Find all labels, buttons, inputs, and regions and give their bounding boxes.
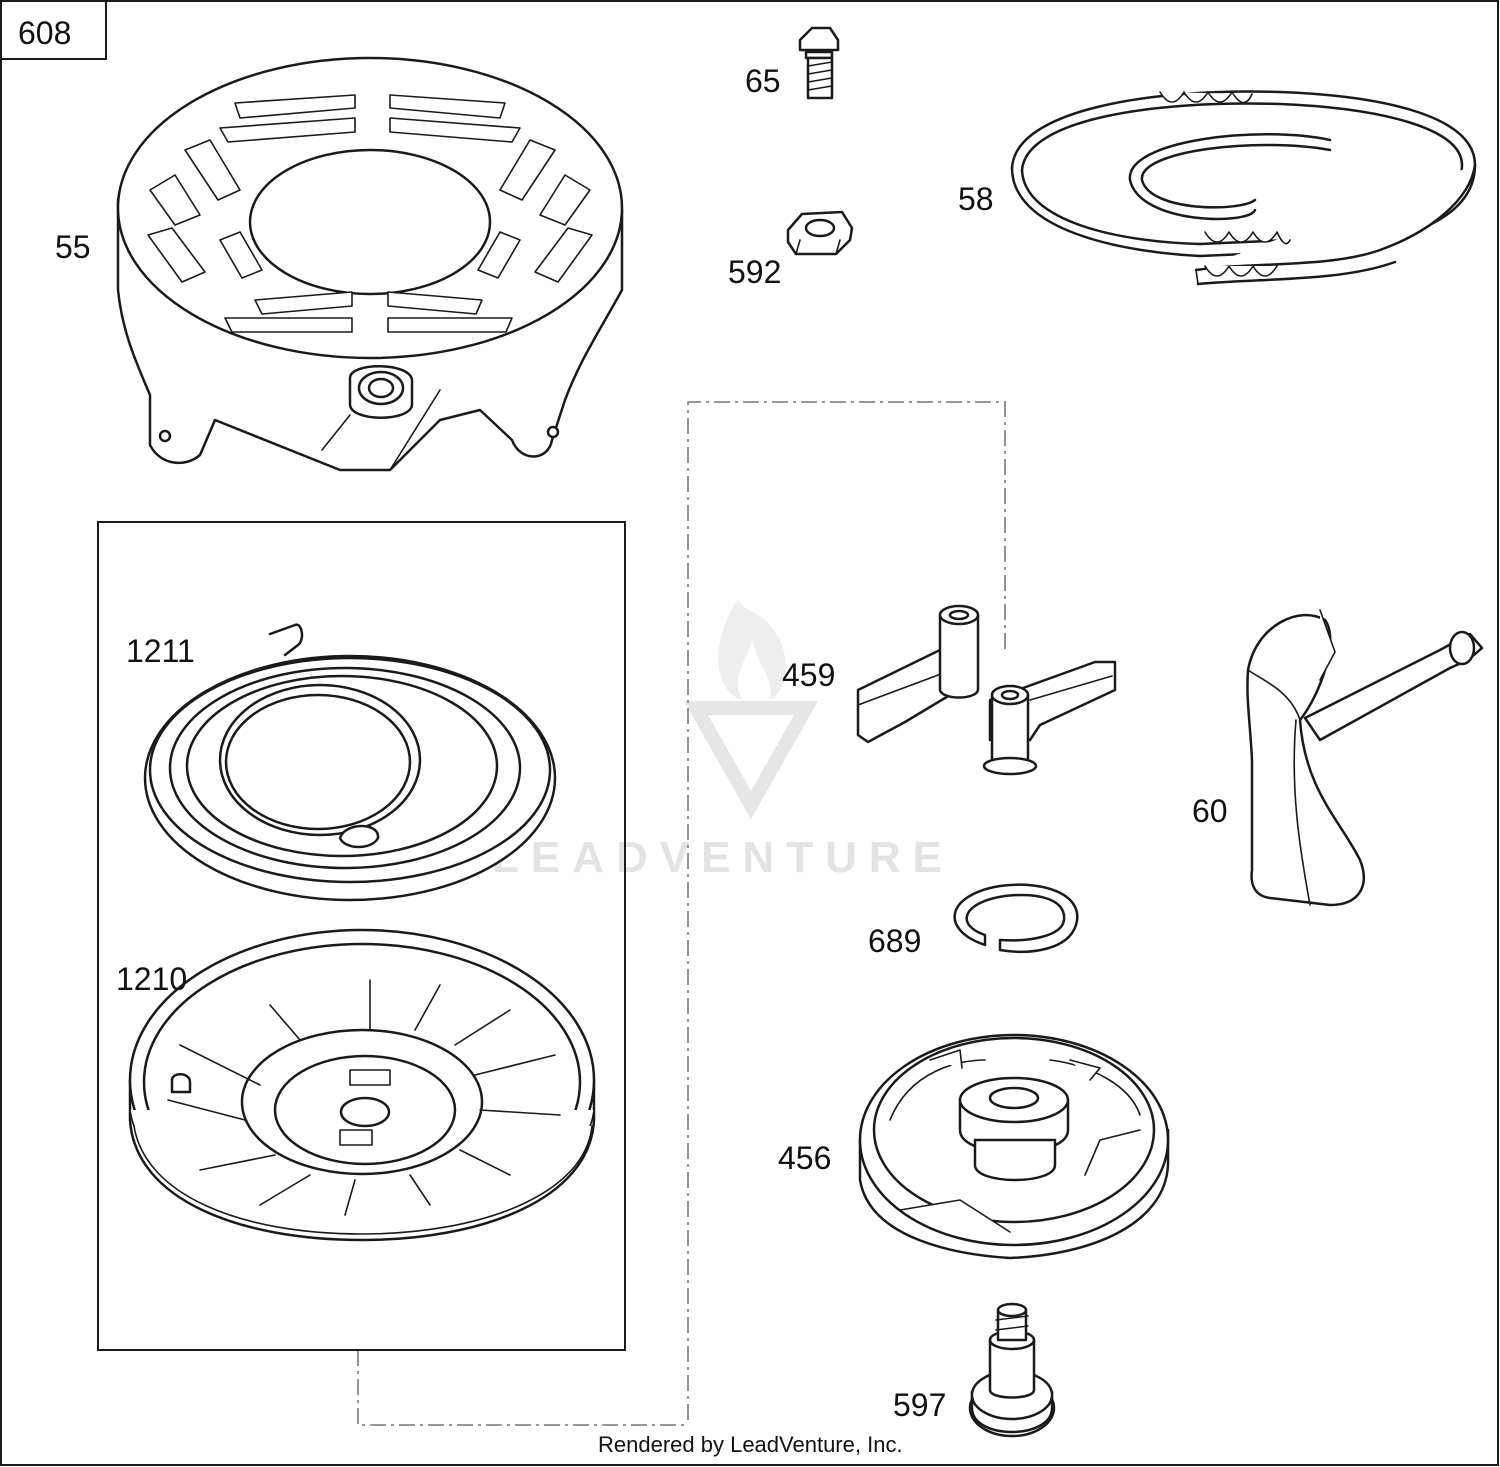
ratchet-cup-456 (858, 1033, 1170, 1260)
starter-rope-58 (1010, 90, 1477, 286)
label-55: 55 (55, 229, 91, 265)
pawl-459 (856, 604, 1117, 776)
page-number: 608 (18, 15, 71, 51)
label-65: 65 (745, 63, 781, 99)
label-1210: 1210 (116, 961, 187, 997)
recoil-spring-1211 (143, 623, 557, 902)
label-592: 592 (728, 254, 781, 290)
kit-box (97, 521, 626, 1351)
label-60: 60 (1192, 793, 1228, 829)
page-number-box: 608 (0, 0, 107, 60)
watermark-text: LEADVENTURE (492, 833, 954, 882)
shoulder-screw-597 (968, 1302, 1056, 1438)
watermark: LEADVENTURE (492, 600, 954, 882)
pulley-1210 (128, 928, 596, 1242)
bolt-65 (798, 26, 840, 100)
footer-credit: Rendered by LeadVenture, Inc. (598, 1432, 903, 1457)
starter-handle-60 (1246, 609, 1484, 907)
label-689: 689 (868, 923, 921, 959)
hex-nut-592 (786, 210, 854, 256)
leader-line-459 (687, 401, 1006, 1420)
leader-line-1210 (357, 1350, 688, 1426)
retaining-ring-689 (953, 883, 1079, 953)
label-1211: 1211 (126, 633, 195, 669)
label-58: 58 (958, 181, 994, 217)
label-456: 456 (778, 1140, 831, 1176)
label-597: 597 (893, 1387, 946, 1423)
label-459: 459 (782, 657, 835, 693)
starter-housing-55 (116, 56, 624, 472)
